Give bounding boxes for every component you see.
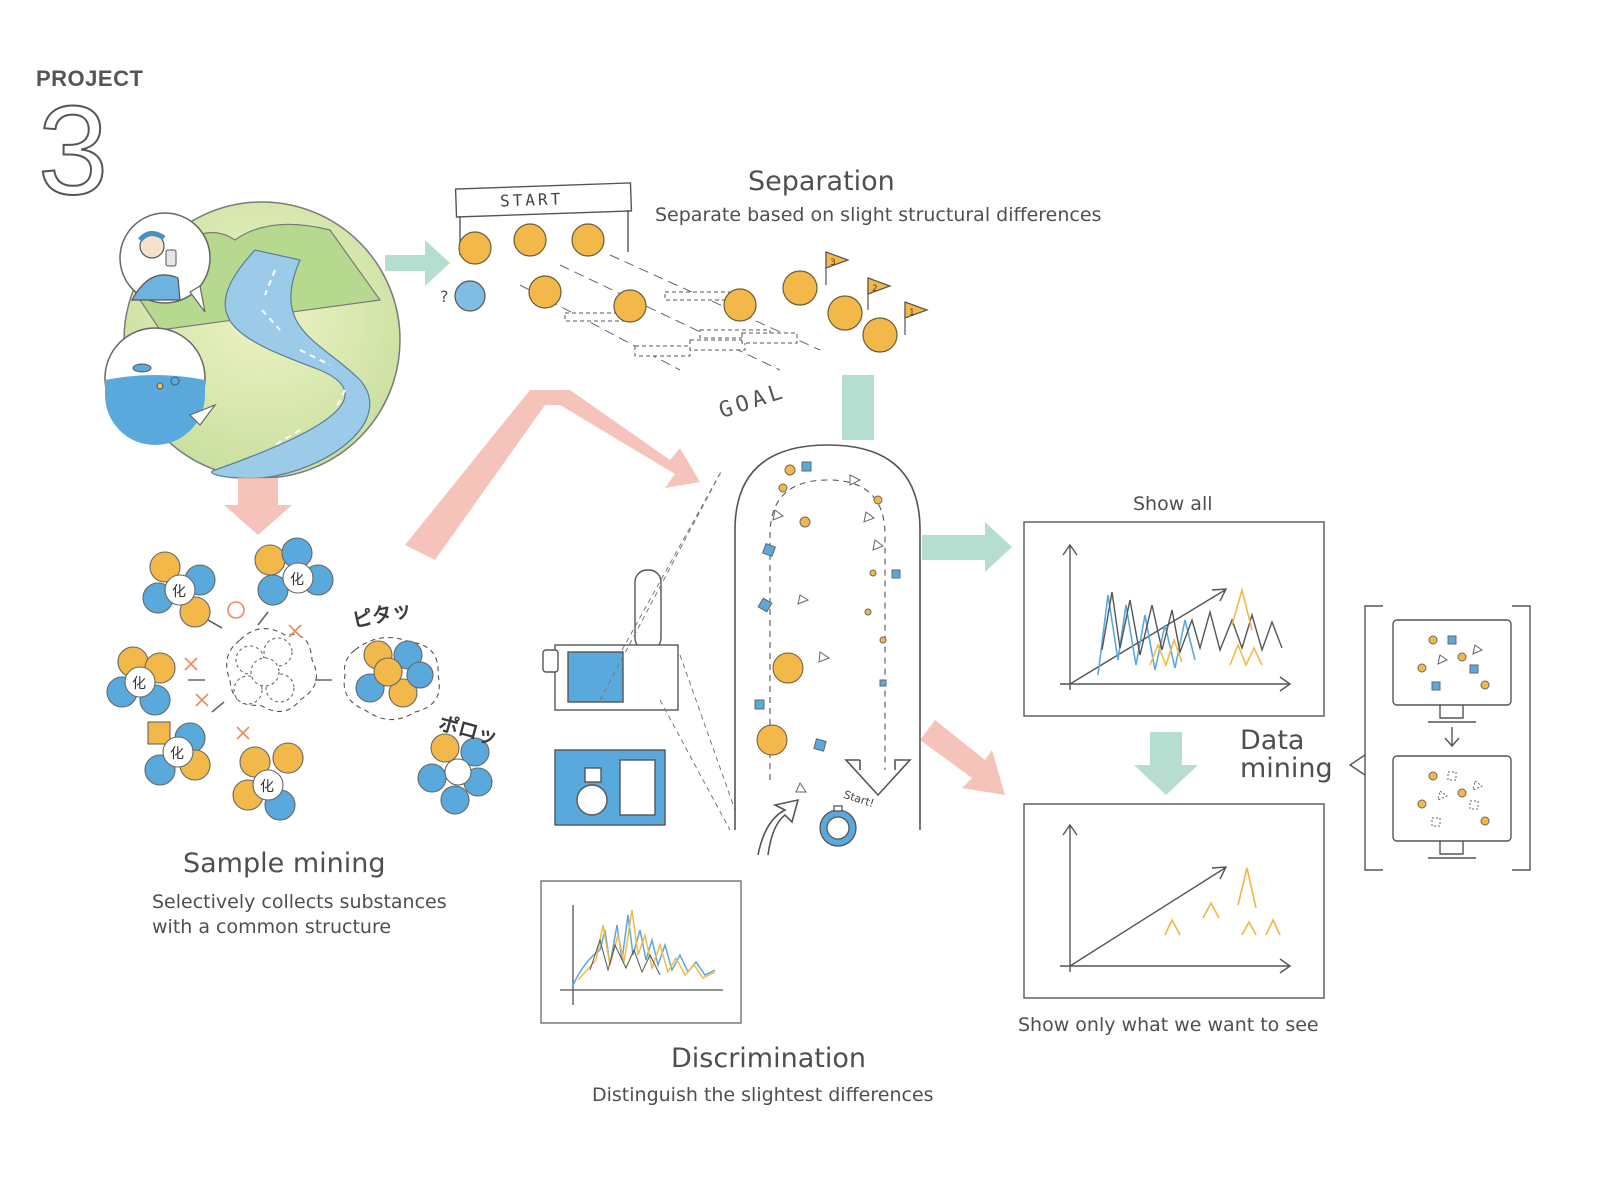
arrow-to-show-only [920, 720, 1005, 795]
stopwatch-label: Start! [842, 788, 876, 810]
stopwatch-icon [819, 805, 857, 847]
flag-2: 2 [872, 284, 878, 294]
flow-arrows [224, 240, 1198, 795]
separation-race: ? [440, 182, 929, 371]
landscape-illustration [104, 201, 401, 480]
column-particles [754, 461, 901, 793]
show-only-chart [1023, 803, 1325, 999]
katakana-fit: ピタッ [350, 597, 414, 633]
svg-text:化: 化 [260, 779, 274, 795]
data-mining-title-1: Data [1240, 725, 1305, 756]
svg-text:化: 化 [290, 572, 304, 588]
arrow-separation-link [842, 375, 874, 440]
discrimination-subtitle: Distinguish the slightest differences [592, 1084, 934, 1106]
kanji-labels: 化 化 化 化 化 [132, 572, 304, 795]
sample-mining-title: Sample mining [183, 848, 386, 879]
discrimination-chart [540, 880, 742, 1024]
data-mining-title-2: mining [1240, 753, 1333, 784]
data-mining-monitors [1348, 605, 1531, 871]
mining-marks [184, 611, 332, 740]
show-only-label: Show only what we want to see [1018, 1014, 1319, 1036]
sample-mining-subtitle-1: Selectively collects substances [152, 891, 447, 913]
project-label: PROJECT [36, 66, 144, 91]
arrow-data-mining [1134, 732, 1198, 795]
discrimination-title: Discrimination [671, 1043, 866, 1074]
monitor-particles [1417, 635, 1490, 827]
svg-text:化: 化 [172, 584, 186, 600]
arrow-to-show-all [922, 522, 1012, 572]
instrument-illustration [542, 469, 736, 831]
show-all-label: Show all [1133, 493, 1213, 515]
sample-mining-subtitle-2: with a common structure [152, 916, 392, 938]
sample-mining-molecules [106, 537, 493, 821]
arrow-to-sample-mining [224, 478, 292, 535]
flag-1: 1 [909, 308, 915, 318]
separation-title: Separation [748, 166, 895, 197]
start-sign-text: START [500, 189, 564, 210]
svg-text:化: 化 [170, 746, 184, 762]
flag-3: 3 [830, 258, 836, 268]
svg-text:化: 化 [132, 676, 146, 692]
arrow-to-separation [385, 240, 450, 286]
column-tube [734, 444, 921, 856]
svg-text:?: ? [440, 287, 449, 306]
show-all-chart [1023, 521, 1325, 717]
goal-sign-text: GOAL [716, 379, 789, 424]
separation-subtitle: Separate based on slight structural diff… [655, 204, 1102, 226]
project-number: 3 [37, 80, 109, 221]
arrow-to-discrimination [405, 390, 700, 560]
